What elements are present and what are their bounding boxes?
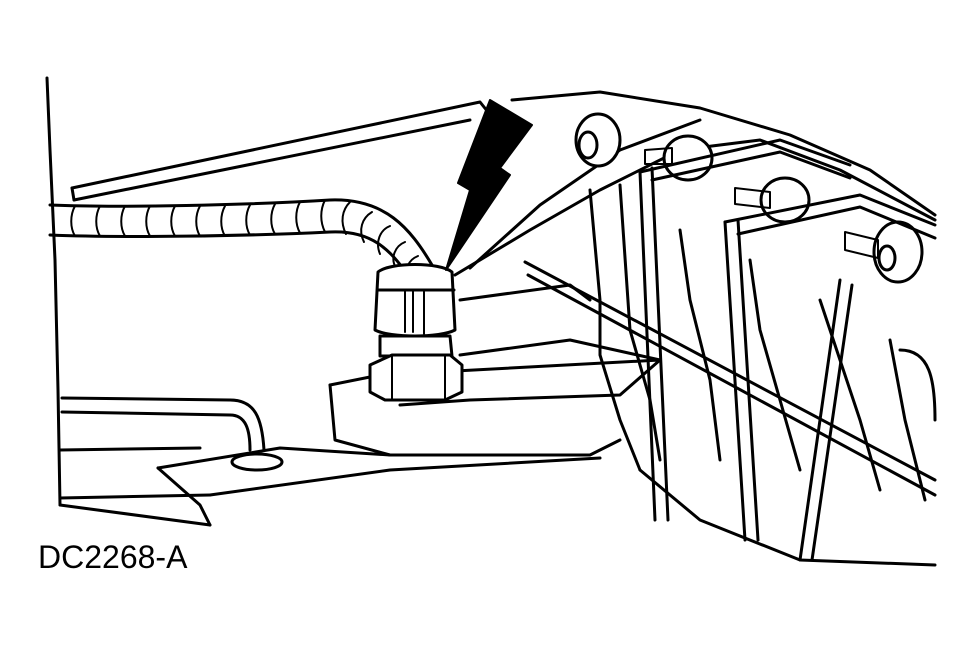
sensor-body [368,334,464,402]
stud-1 [574,112,622,168]
stud-3 [734,176,811,224]
upper-panel [70,100,490,202]
elbow-fitting [228,398,284,472]
ribbed-housing [453,90,937,567]
left-wall [45,76,62,507]
wiring-harness [48,198,434,279]
stud-4 [844,220,924,284]
arrow-icon [445,99,533,271]
harness-ribs [70,199,419,279]
figure-code-label: DC2268-A [38,539,188,575]
lower-bracket [58,396,602,527]
sensor-connector [373,263,457,338]
